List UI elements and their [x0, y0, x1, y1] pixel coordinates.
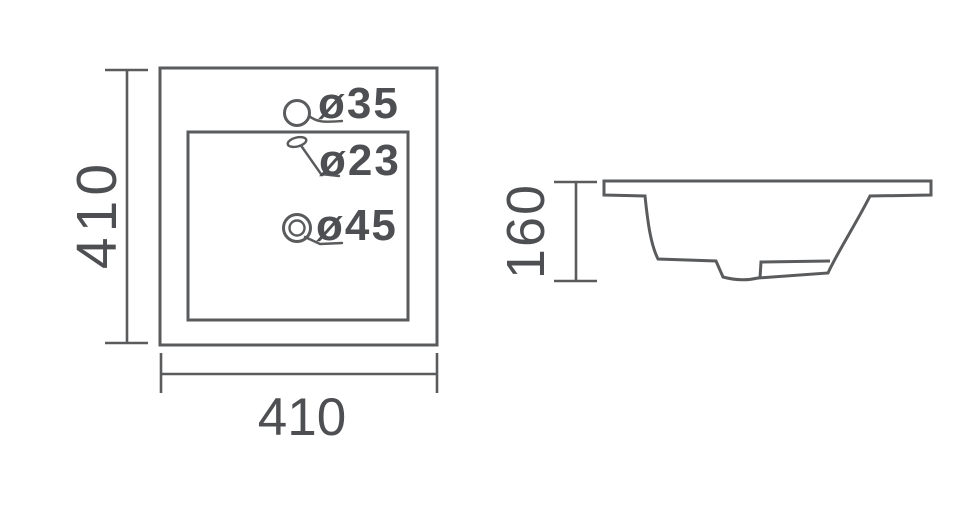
- faucet-hole-circle: [283, 99, 311, 127]
- bowl-opening-rect: [186, 130, 410, 322]
- height-dimension: 410: [65, 68, 148, 345]
- overflow-hole-ellipse: [286, 135, 308, 149]
- drain-hole-outer-circle: [282, 213, 312, 243]
- height-dimension-label: 410: [65, 159, 129, 269]
- faucet-hole-leader-line: [307, 114, 344, 123]
- overflow-hole-label: ø23: [319, 136, 401, 185]
- faucet-hole-label: ø35: [318, 79, 400, 128]
- overflow-hole-leader-line: [300, 145, 341, 178]
- depth-dimension-label: 160: [496, 183, 556, 279]
- rim-outline-square: [158, 66, 439, 347]
- depth-dimension: 160: [496, 180, 597, 283]
- drain-shelf-line: [758, 259, 831, 279]
- width-dimension: 410: [159, 353, 439, 447]
- basin-profile-outline: [602, 179, 933, 282]
- plan-view: ø35 ø23 ø45 410 410: [65, 66, 439, 447]
- drain-hole-inner-circle: [288, 219, 306, 237]
- drain-hole-label: ø45: [316, 201, 398, 250]
- drain-hole-leader-line: [303, 235, 344, 246]
- side-view: 160: [496, 179, 933, 283]
- width-dimension-label: 410: [258, 388, 346, 447]
